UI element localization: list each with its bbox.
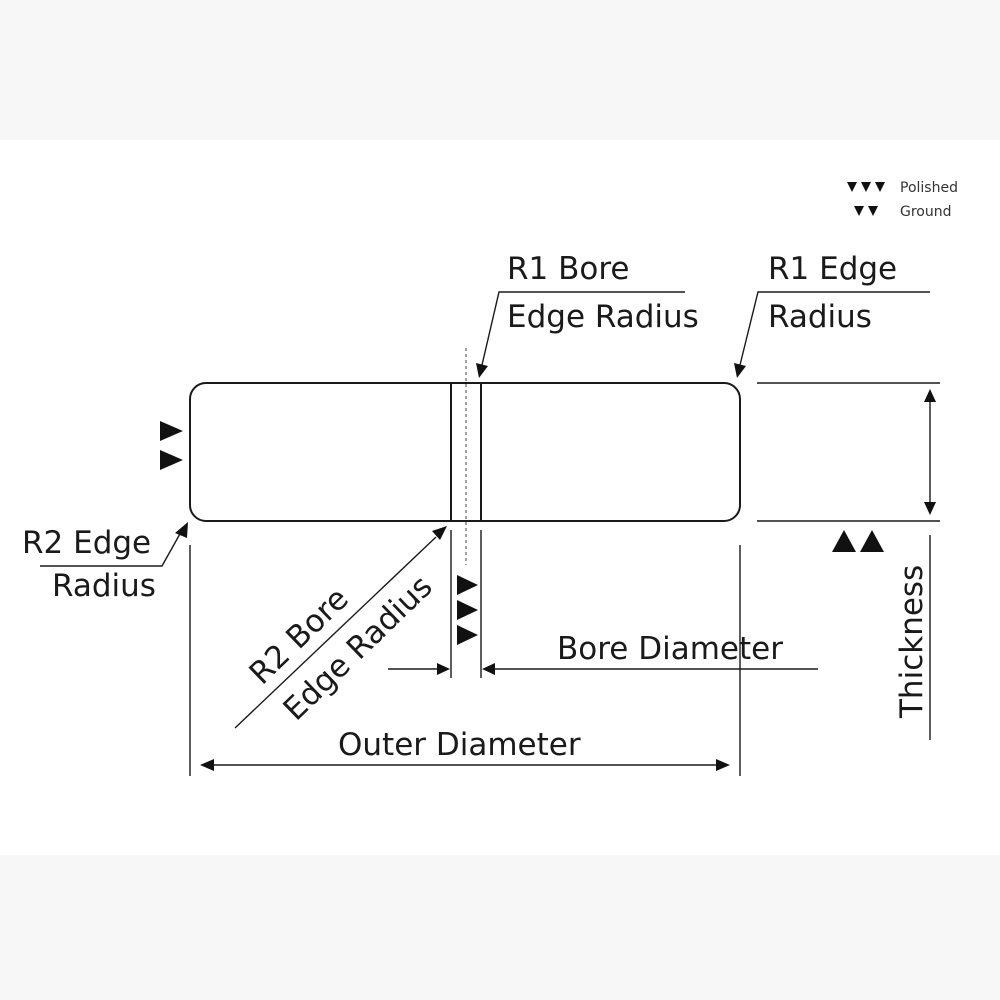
bore-diameter-dimension: Bore Diameter: [388, 530, 818, 678]
r1-bore-label-line1: R1 Bore: [507, 251, 630, 287]
r1-bore-callout: R1 Bore Edge Radius: [476, 251, 699, 378]
r2-bore-callout: R2 Bore Edge Radius: [234, 526, 447, 729]
legend-polished-label: Polished: [900, 180, 958, 196]
bore-diameter-label: Bore Diameter: [557, 631, 783, 667]
ground-face-mark: [832, 530, 884, 552]
diagram-background: [0, 140, 1000, 855]
outer-diameter-dimension: Outer Diameter: [189, 545, 741, 776]
finish-legend: Polished Ground: [847, 180, 958, 220]
legend-ground-label: Ground: [900, 204, 952, 220]
r1-edge-callout: R1 Edge Radius: [734, 251, 930, 378]
r2-edge-label-line1: R2 Edge: [22, 525, 151, 561]
thickness-label: Thickness: [894, 565, 930, 719]
outer-diameter-label: Outer Diameter: [338, 727, 581, 763]
window-outline: [189, 382, 741, 522]
r1-bore-label-line2: Edge Radius: [507, 299, 699, 335]
bore-polished-mark: [457, 575, 478, 645]
r1-edge-label-line1: R1 Edge: [768, 251, 897, 287]
r2-edge-label-line2: Radius: [52, 568, 156, 604]
thickness-dimension: Thickness: [757, 382, 940, 740]
polished-face-mark: [160, 421, 183, 470]
r1-edge-label-line2: Radius: [768, 299, 872, 335]
ground-symbol: [854, 206, 878, 216]
r2-edge-callout: R2 Edge Radius: [22, 522, 188, 604]
polished-symbol: [847, 182, 885, 192]
